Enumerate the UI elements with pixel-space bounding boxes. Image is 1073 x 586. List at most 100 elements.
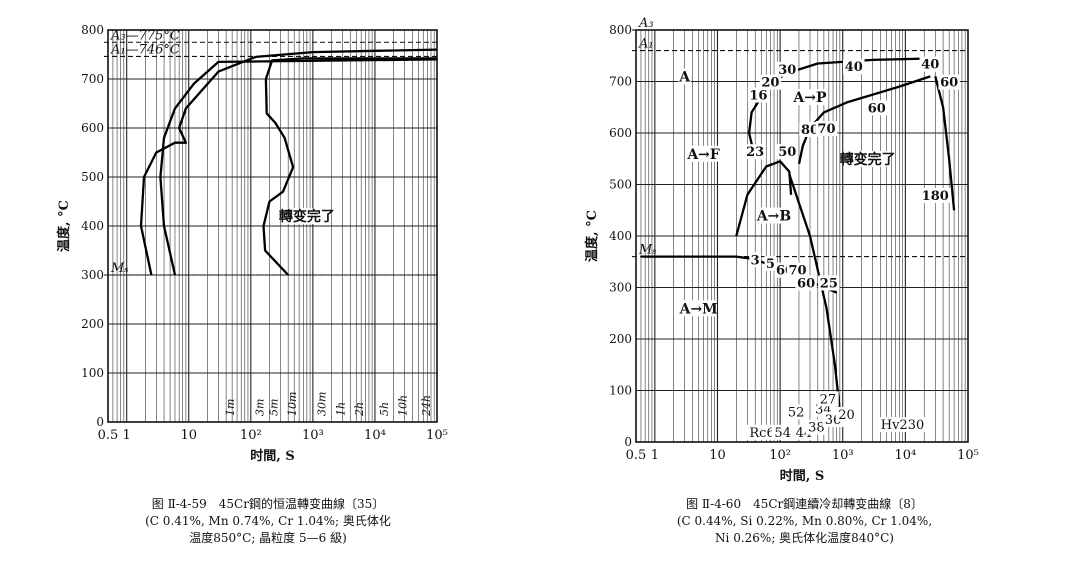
x-tick-label: 10³: [832, 448, 854, 463]
right-caption-title: 图 Ⅱ-4-60 45Cr鋼連續冷却轉变曲線〔8〕: [686, 497, 923, 511]
y-tick-label: 100: [609, 384, 632, 398]
region-label-backdrop: [757, 207, 791, 224]
y-tick-label: 700: [609, 75, 632, 89]
time-mark-label: 1h: [334, 402, 347, 416]
x-tick-label: 1: [651, 448, 659, 463]
cooling-rate-label: 50: [778, 145, 796, 160]
cooling-rate-label: 60: [797, 277, 815, 292]
time-mark-label: 10h: [396, 395, 409, 416]
y-tick-label: 500: [609, 178, 632, 192]
cooling-rate-label-backdrop: [749, 252, 762, 268]
x-tick-label: 10⁴: [894, 448, 916, 463]
cooling-rate-label: 70: [789, 264, 807, 279]
hardness-label: Hv230: [881, 418, 925, 433]
region-label: A→P: [792, 90, 827, 106]
time-mark-label: 24h: [420, 395, 433, 417]
reference-line-label: Mₛ: [638, 243, 657, 258]
cooling-rate-label: 25: [820, 277, 838, 292]
hardness-label: 27: [820, 392, 837, 407]
cooling-rate-label-backdrop: [818, 275, 840, 291]
x-tick-label: 10: [709, 448, 726, 463]
cooling-rate-label-backdrop: [759, 74, 782, 90]
cooling-rate-label: 5: [766, 257, 775, 272]
cooling-rate-label: 23: [746, 145, 764, 160]
x-tick-label: 10⁵: [957, 448, 979, 463]
hardness-label-backdrop: [785, 404, 807, 420]
cooling-rate-label-backdrop: [776, 61, 798, 77]
time-mark-label: 1m: [224, 399, 237, 416]
x-axis-label: 时間, S: [780, 468, 824, 484]
cooling-rate-label: 70: [817, 122, 835, 137]
cooling-rate-label-backdrop: [919, 56, 942, 72]
time-mark-label: 5m: [267, 399, 280, 416]
cooling-rate-label: 20: [761, 76, 779, 91]
cooling-rate-label: 30: [778, 63, 796, 78]
y-tick-label: 0: [96, 415, 104, 429]
x-tick-label: 10⁵: [426, 428, 448, 443]
y-tick-label: 400: [609, 229, 632, 243]
cooling-rate-label-backdrop: [795, 275, 817, 291]
x-tick-label: 1: [123, 428, 131, 443]
transformation-curve: [934, 76, 956, 211]
time-mark-label: 3m: [254, 399, 267, 416]
region-label: 轉变完了: [840, 151, 896, 168]
x-axis-label: 时間, S: [250, 448, 294, 464]
y-tick-label: 300: [81, 268, 104, 282]
cooling-rate-label-backdrop: [764, 255, 777, 271]
cooling-rate-label-backdrop: [744, 144, 766, 160]
transformation-curve: [735, 160, 793, 237]
transformation-curve: [159, 58, 438, 276]
cooling-rate-label-backdrop: [776, 144, 798, 160]
cooling-rate-label-backdrop: [747, 87, 770, 103]
left-caption-composition: (C 0.41%, Mn 0.74%, Cr 1.04%; 奥氏体化: [145, 514, 391, 528]
cooling-rate-label: 16: [749, 89, 767, 104]
cooling-rate-label: 80: [801, 123, 819, 138]
x-tick-label: 10: [180, 428, 197, 443]
region-label-backdrop: [686, 145, 721, 162]
time-mark-label: 30m: [316, 392, 329, 416]
region-label: A→F: [686, 147, 720, 163]
y-tick-label: 800: [81, 23, 104, 37]
cooling-rate-label-backdrop: [866, 100, 888, 116]
cooling-rate-label: 40: [921, 58, 939, 73]
y-tick-label: 700: [81, 72, 104, 86]
region-label: A: [678, 70, 691, 86]
x-tick-label: 0.5: [98, 428, 119, 443]
region-label-backdrop: [793, 89, 827, 106]
reference-line-label: A₁—746°C: [110, 42, 180, 57]
y-tick-label: 300: [609, 281, 632, 295]
cooling-rate-label: 60: [868, 101, 886, 116]
cooling-rate-label-backdrop: [786, 262, 809, 278]
y-tick-label: 400: [81, 219, 104, 233]
x-tick-label: 10⁴: [364, 428, 386, 443]
reference-line-label: A₃—775°C: [110, 28, 180, 43]
cooling-rate-label-backdrop: [843, 59, 865, 75]
hardness-label-backdrop: [771, 424, 794, 440]
y-tick-label: 100: [81, 366, 104, 380]
transformation-curve: [797, 75, 931, 165]
cooling-rate-label-backdrop: [799, 122, 821, 138]
region-label-backdrop: [845, 150, 890, 167]
transformation-curve: [788, 173, 842, 412]
hardness-label-backdrop: [805, 419, 828, 435]
hardness-label-backdrop: [835, 406, 858, 422]
hardness-label: 38: [808, 421, 825, 436]
hardness-label-backdrop: [877, 417, 928, 433]
cooling-rate-label: 180: [922, 189, 949, 204]
hardness-label: 52: [788, 405, 805, 420]
annotation-label-backdrop: [284, 208, 329, 225]
left-caption: 图 Ⅱ-4-59 45Cr鋼的恒温轉变曲線〔35〕 (C 0.41%, Mn 0…: [0, 496, 536, 547]
x-tick-label: 10³: [302, 428, 324, 443]
region-label-backdrop: [678, 68, 691, 85]
y-tick-label: 600: [81, 121, 104, 135]
cooling-rate-label: 60: [940, 76, 958, 91]
y-tick-label: 200: [81, 317, 104, 331]
hardness-label: 54: [774, 426, 791, 441]
y-tick-label: 500: [81, 170, 104, 184]
plot-frame: [107, 29, 438, 423]
region-label: A→M: [679, 301, 718, 317]
cooling-rate-label-backdrop: [938, 74, 960, 90]
